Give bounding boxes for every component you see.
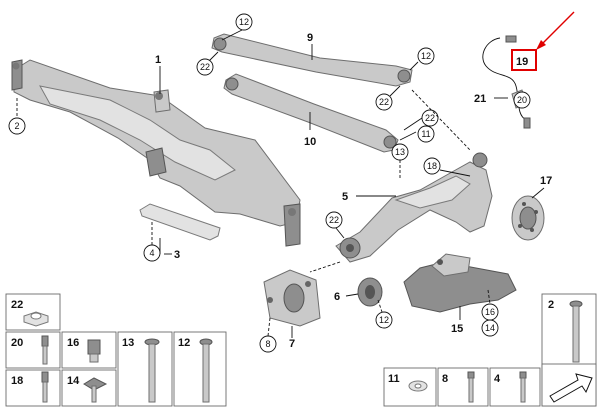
callout-18: 18 — [427, 161, 437, 171]
table-cell-22: 22 — [11, 299, 23, 311]
callout-13: 13 — [395, 147, 405, 157]
callout-12b: 12 — [421, 51, 431, 61]
table-cell-16: 16 — [67, 337, 79, 349]
callout-14: 14 — [485, 323, 495, 333]
callout-2-left: 2 — [8, 98, 26, 135]
callout-9: 9 — [307, 32, 313, 44]
callout-12c: 12 — [379, 315, 389, 325]
callout-3: 3 — [174, 249, 180, 261]
highlight-box-19 — [511, 49, 537, 71]
table-cell-8: 8 — [442, 373, 448, 385]
callout-19: 19 — [516, 56, 528, 68]
callout-17: 17 — [540, 175, 552, 187]
callout-22d: 22 — [329, 215, 339, 225]
fastener-table-left: 22 20 16 13 12 18 14 — [5, 293, 227, 407]
table-cell-12: 12 — [178, 337, 190, 349]
callout-2-label: 2 — [14, 121, 19, 131]
rubber-mount: 6 12 — [334, 277, 393, 329]
table-cell-2: 2 — [548, 299, 554, 311]
fastener-table-right: 11 8 4 2 — [383, 293, 597, 407]
control-arm-upper: 9 — [211, 32, 413, 87]
callout-6: 6 — [334, 291, 340, 303]
direction-arrow-icon — [549, 373, 593, 403]
callout-4-label: 4 — [149, 248, 154, 258]
callout-11: 11 — [421, 129, 430, 139]
underbody-shield: 15 16 14 — [403, 253, 517, 337]
red-arrow-icon — [536, 40, 546, 50]
table-cell-20: 20 — [11, 337, 23, 349]
callout-16: 16 — [485, 307, 495, 317]
mount-bracket: 7 8 — [259, 269, 321, 353]
callout-15: 15 — [451, 323, 463, 335]
arm-callouts: 12 22 12 22 22 11 13 — [196, 13, 471, 180]
table-cell-4: 4 — [494, 373, 501, 385]
table-cell-18: 18 — [11, 375, 23, 387]
callout-5: 5 — [342, 191, 348, 203]
callout-22a: 22 — [200, 62, 210, 72]
callout-12a: 12 — [239, 17, 249, 27]
subframe-plate: 4 3 — [139, 203, 221, 262]
callout-21: 21 — [474, 93, 486, 105]
callout-1: 1 — [155, 54, 161, 66]
callout-7: 7 — [289, 338, 295, 350]
callout-8: 8 — [265, 339, 270, 349]
callout-10: 10 — [304, 136, 316, 148]
wheel-hub: 17 — [511, 175, 552, 241]
callout-22c: 22 — [425, 113, 435, 123]
abs-sensor: 21 20 19 — [474, 11, 575, 129]
table-cell-13: 13 — [122, 337, 134, 349]
wheel-carrier-arm: 5 18 22 — [309, 152, 493, 273]
callout-20: 20 — [517, 95, 527, 105]
table-cell-11: 11 — [388, 373, 400, 385]
rear-subframe: 1 — [11, 54, 301, 247]
table-cell-14: 14 — [67, 375, 80, 387]
callout-22b: 22 — [379, 97, 389, 107]
